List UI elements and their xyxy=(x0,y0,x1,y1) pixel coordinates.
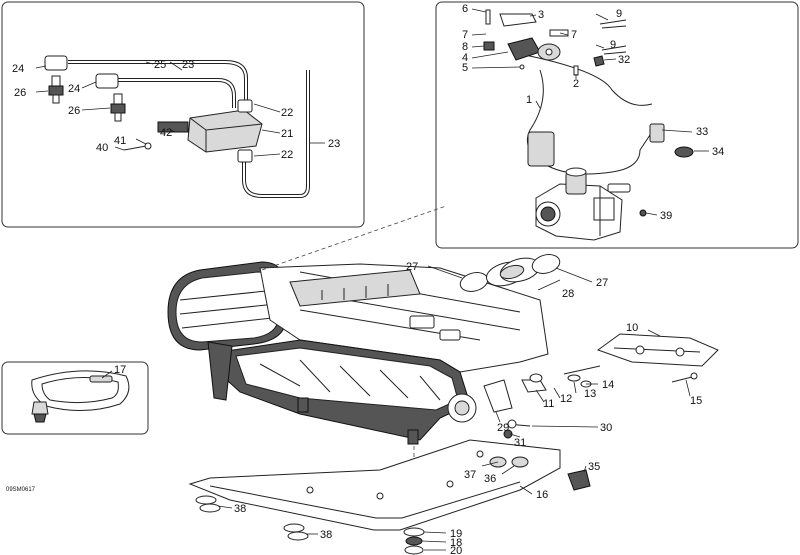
diagram-code: 09SM0617 xyxy=(6,487,36,493)
callout-24a: 24 xyxy=(12,63,24,75)
small-ball xyxy=(519,64,525,70)
oil-cap-leader xyxy=(101,370,113,379)
spark-plug xyxy=(110,93,126,122)
callout-32: 32 xyxy=(618,54,630,66)
spark-plug-cap xyxy=(95,73,119,89)
callout-7a: 7 xyxy=(462,29,468,41)
callout-33: 33 xyxy=(696,126,708,138)
hardware-right xyxy=(483,365,698,439)
callout-21: 21 xyxy=(281,128,293,140)
callout-34: 34 xyxy=(712,146,724,158)
callout-40: 40 xyxy=(96,142,108,154)
callout-26a: 26 xyxy=(14,87,26,99)
intake-adaptor xyxy=(485,257,541,287)
intake-leaders xyxy=(427,265,593,291)
callout-41: 41 xyxy=(114,135,126,147)
callout-39: 39 xyxy=(660,210,672,222)
callout-27a: 27 xyxy=(406,261,418,273)
washer xyxy=(144,142,152,150)
carburetor xyxy=(535,167,631,241)
callout-38a: 38 xyxy=(234,503,246,515)
manifold-leader xyxy=(647,329,661,337)
plate-leaders xyxy=(217,461,587,551)
callout-6: 6 xyxy=(462,3,468,15)
callout-26b: 26 xyxy=(68,105,80,117)
callout-8: 8 xyxy=(462,41,468,53)
callout-17: 17 xyxy=(114,364,126,376)
cable-clip xyxy=(483,41,495,51)
hose-clamp xyxy=(531,254,561,274)
carb-screw xyxy=(639,209,647,217)
carburetor-inset-panel xyxy=(435,1,799,249)
cable-nut xyxy=(593,55,605,67)
carburetor-leaders xyxy=(471,8,709,216)
callout-25: 25 xyxy=(154,59,166,71)
callout-35: 35 xyxy=(588,461,600,473)
cable-bracket xyxy=(499,13,537,27)
callout-10: 10 xyxy=(626,322,638,334)
callout-22b: 22 xyxy=(281,149,293,161)
bracket-screw xyxy=(485,9,491,25)
callout-7b: 7 xyxy=(571,29,577,41)
callout-1: 1 xyxy=(526,94,532,106)
callout-3: 3 xyxy=(538,9,544,21)
callout-9a: 9 xyxy=(616,8,622,20)
jam-nut xyxy=(573,65,579,76)
engine-plate xyxy=(188,439,561,531)
callout-38b: 38 xyxy=(320,529,332,541)
guide-line xyxy=(261,205,447,271)
callout-20: 20 xyxy=(450,545,462,555)
spark-plug-cap xyxy=(44,55,68,71)
cable-tip xyxy=(549,29,569,37)
callout-29: 29 xyxy=(497,422,509,434)
cable-sleeve xyxy=(527,131,555,167)
callout-42: 42 xyxy=(160,127,172,139)
choke-plunger xyxy=(649,123,694,158)
callout-12: 12 xyxy=(560,393,572,405)
ignition-assembly xyxy=(44,55,310,198)
ignition-inset-panel xyxy=(1,1,365,228)
callout-5: 5 xyxy=(462,62,468,74)
cable-housing xyxy=(507,37,561,61)
callout-9b: 9 xyxy=(610,39,616,51)
callout-19: 19 xyxy=(450,528,462,540)
intake-parts xyxy=(459,254,561,292)
callout-23b: 23 xyxy=(328,138,340,150)
callout-4: 4 xyxy=(462,52,468,64)
plate-hardware xyxy=(195,469,591,555)
coil-bracket xyxy=(157,121,189,133)
callout-labels: 1 2 3 4 5 6 7 7 8 9 9 10 11 12 13 14 15 … xyxy=(6,3,724,555)
hardware-leaders xyxy=(495,379,691,438)
engine-block xyxy=(167,261,549,445)
ignition-leaders xyxy=(35,61,325,157)
exhaust-manifold xyxy=(596,333,719,367)
carburetor-assembly xyxy=(483,9,694,241)
oil-cap-assembly xyxy=(31,370,130,423)
ignition-coil xyxy=(187,99,263,163)
callout-14: 14 xyxy=(602,379,614,391)
callout-22a: 22 xyxy=(281,107,293,119)
spark-plug xyxy=(48,75,64,104)
callout-24b: 24 xyxy=(68,83,80,95)
oil-cap-inset-panel xyxy=(1,361,149,435)
callout-31: 31 xyxy=(514,437,526,449)
callout-11: 11 xyxy=(543,398,554,410)
callout-13: 13 xyxy=(584,388,596,400)
callout-2: 2 xyxy=(573,78,579,90)
callout-37: 37 xyxy=(464,469,476,481)
callout-27b: 27 xyxy=(596,277,608,289)
callout-36: 36 xyxy=(484,473,496,485)
callout-18: 18 xyxy=(450,537,462,549)
callout-15: 15 xyxy=(690,395,702,407)
callout-16: 16 xyxy=(536,489,548,501)
callout-23a: 23 xyxy=(182,59,194,71)
callout-28: 28 xyxy=(562,288,574,300)
screw xyxy=(123,145,147,151)
callout-30: 30 xyxy=(600,422,612,434)
